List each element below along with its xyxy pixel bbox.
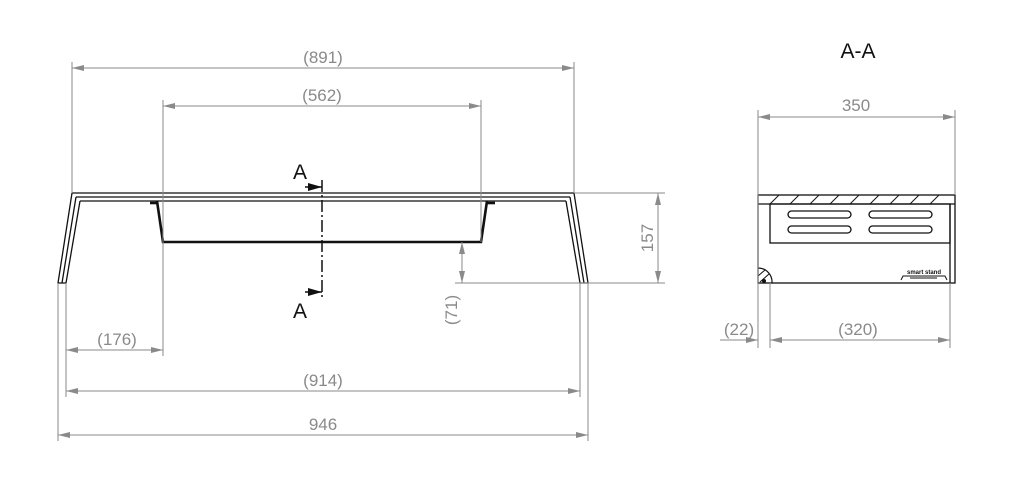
dim-height: 157 xyxy=(638,224,657,252)
dim-inner-depth: (320) xyxy=(838,320,878,339)
foot-hatch xyxy=(757,267,773,284)
dim-inner-feet: (914) xyxy=(303,371,343,390)
dim-offset: (22) xyxy=(724,320,754,339)
vent-panel xyxy=(769,203,951,244)
dim-outer-feet: 946 xyxy=(309,415,337,434)
dim-depth: 350 xyxy=(842,96,870,115)
brand-logo: smart stand xyxy=(900,270,948,281)
section-title: A-A xyxy=(840,40,875,63)
dim-basin-clearance: (71) xyxy=(442,295,461,325)
extension-lines xyxy=(57,62,665,441)
vent-slots xyxy=(787,210,933,234)
hatch-top xyxy=(769,194,940,205)
dim-basin-width: (562) xyxy=(302,86,342,105)
dim-leg-to-basin: (176) xyxy=(97,330,137,349)
section-marker-top: A xyxy=(293,161,307,184)
stand-outline xyxy=(57,192,589,284)
section-marker-bottom: A xyxy=(293,300,307,323)
front-view: A A (891) (562) 157 (71) (176) (914) 946 xyxy=(57,48,665,441)
logo-text: smart stand xyxy=(907,270,941,276)
dim-overall-top: (891) xyxy=(303,48,343,67)
section-view: A-A smart stand xyxy=(720,40,956,348)
